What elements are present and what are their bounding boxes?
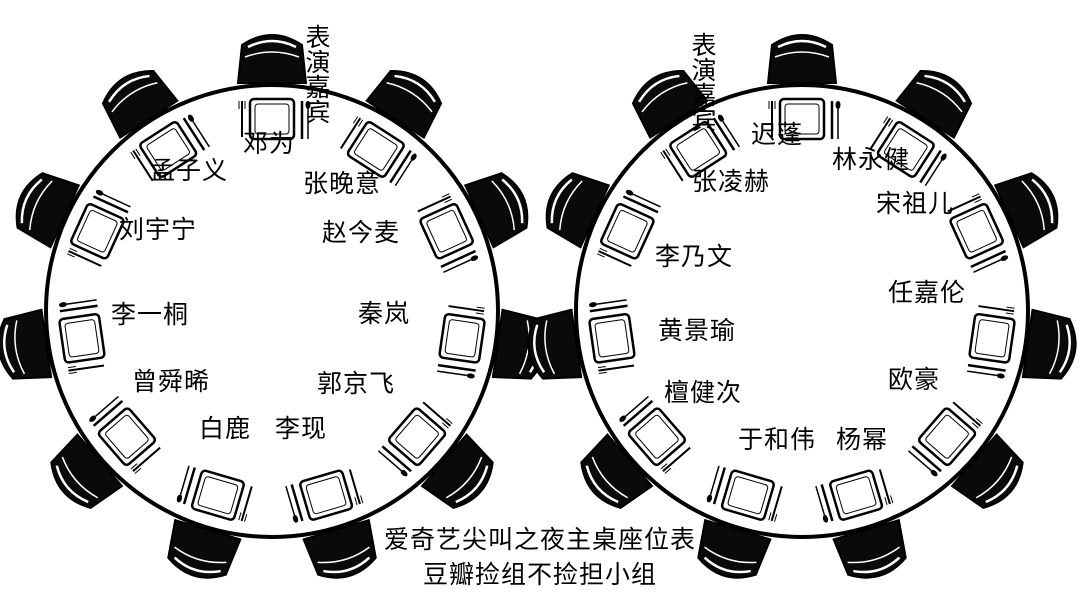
- guest-name-left-5: 郭京飞: [317, 371, 395, 396]
- guest-name-right-6: 杨幂: [836, 427, 888, 452]
- guest-name-right-1: 迟蓬: [751, 122, 803, 147]
- guest-name-left-10: 刘宇宁: [119, 217, 197, 242]
- table-top: [576, 85, 1028, 537]
- guest-name-left-8: 曾舜晞: [132, 369, 210, 394]
- guest-name-left-1: 邓为: [243, 131, 295, 156]
- guest-name-left-9: 李一桐: [111, 302, 189, 327]
- guest-name-right-9: 黄景瑜: [658, 318, 736, 343]
- chair: [1023, 310, 1080, 384]
- chair: [238, 35, 306, 83]
- guest-name-right-7: 于和伟: [738, 427, 816, 452]
- guest-name-left-7: 白鹿: [199, 416, 251, 441]
- guest-name-left-11: 孟子义: [150, 158, 228, 183]
- table-left: [0, 35, 550, 585]
- guest-name-left-6: 李现: [275, 416, 327, 441]
- guest-name-left-3: 赵今麦: [322, 220, 400, 245]
- guest-name-right-4: 任嘉伦: [888, 280, 966, 305]
- guest-name-right-11: 张凌赫: [692, 169, 770, 194]
- performing-guests-label-right: 表演嘉宾: [690, 32, 715, 132]
- guest-name-right-2: 林永健: [832, 147, 910, 172]
- guest-name-right-10: 李乃文: [655, 244, 733, 269]
- guest-name-left-4: 秦岚: [358, 301, 410, 326]
- guest-name-right-5: 欧豪: [888, 367, 940, 392]
- diagram-subtitle: 豆瓣捡组不捡担小组: [0, 562, 1080, 587]
- performing-guests-label-left: 表演嘉宾: [304, 24, 329, 124]
- chair: [0, 310, 51, 384]
- guest-name-right-8: 檀健次: [664, 380, 742, 405]
- diagram-title: 爱奇艺尖叫之夜主桌座位表: [0, 527, 1080, 552]
- guest-name-right-3: 宋祖儿: [876, 191, 954, 216]
- guest-name-left-2: 张晚意: [303, 171, 381, 196]
- table-right: [524, 35, 1080, 585]
- chair: [768, 35, 836, 83]
